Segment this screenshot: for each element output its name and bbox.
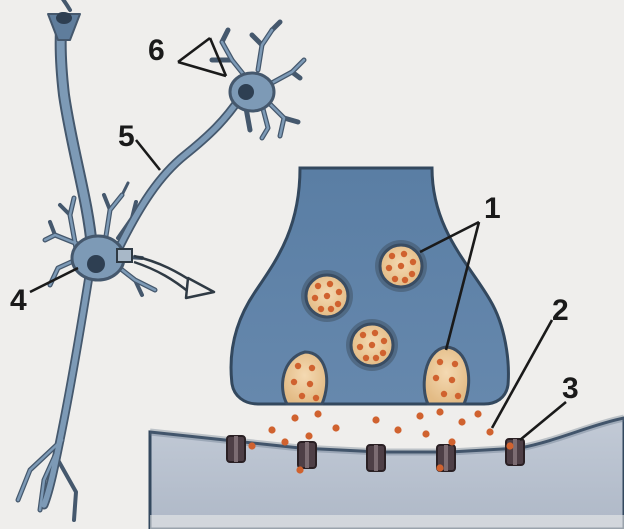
label-receptor: 3 <box>562 372 579 405</box>
inset-box-icon <box>117 249 132 262</box>
receptor <box>227 436 245 462</box>
nucleus <box>87 255 105 273</box>
receptor <box>367 445 385 471</box>
label-vesicles: 1 <box>484 192 501 225</box>
zoom-arrow-icon <box>134 256 214 298</box>
label-neurotransmitter: 2 <box>552 294 569 327</box>
receptor <box>298 442 316 468</box>
label-axon: 5 <box>118 120 135 153</box>
postsynaptic-membrane <box>150 418 624 529</box>
label-dendrites: 6 <box>148 34 165 67</box>
label-cell-body: 4 <box>10 284 27 317</box>
